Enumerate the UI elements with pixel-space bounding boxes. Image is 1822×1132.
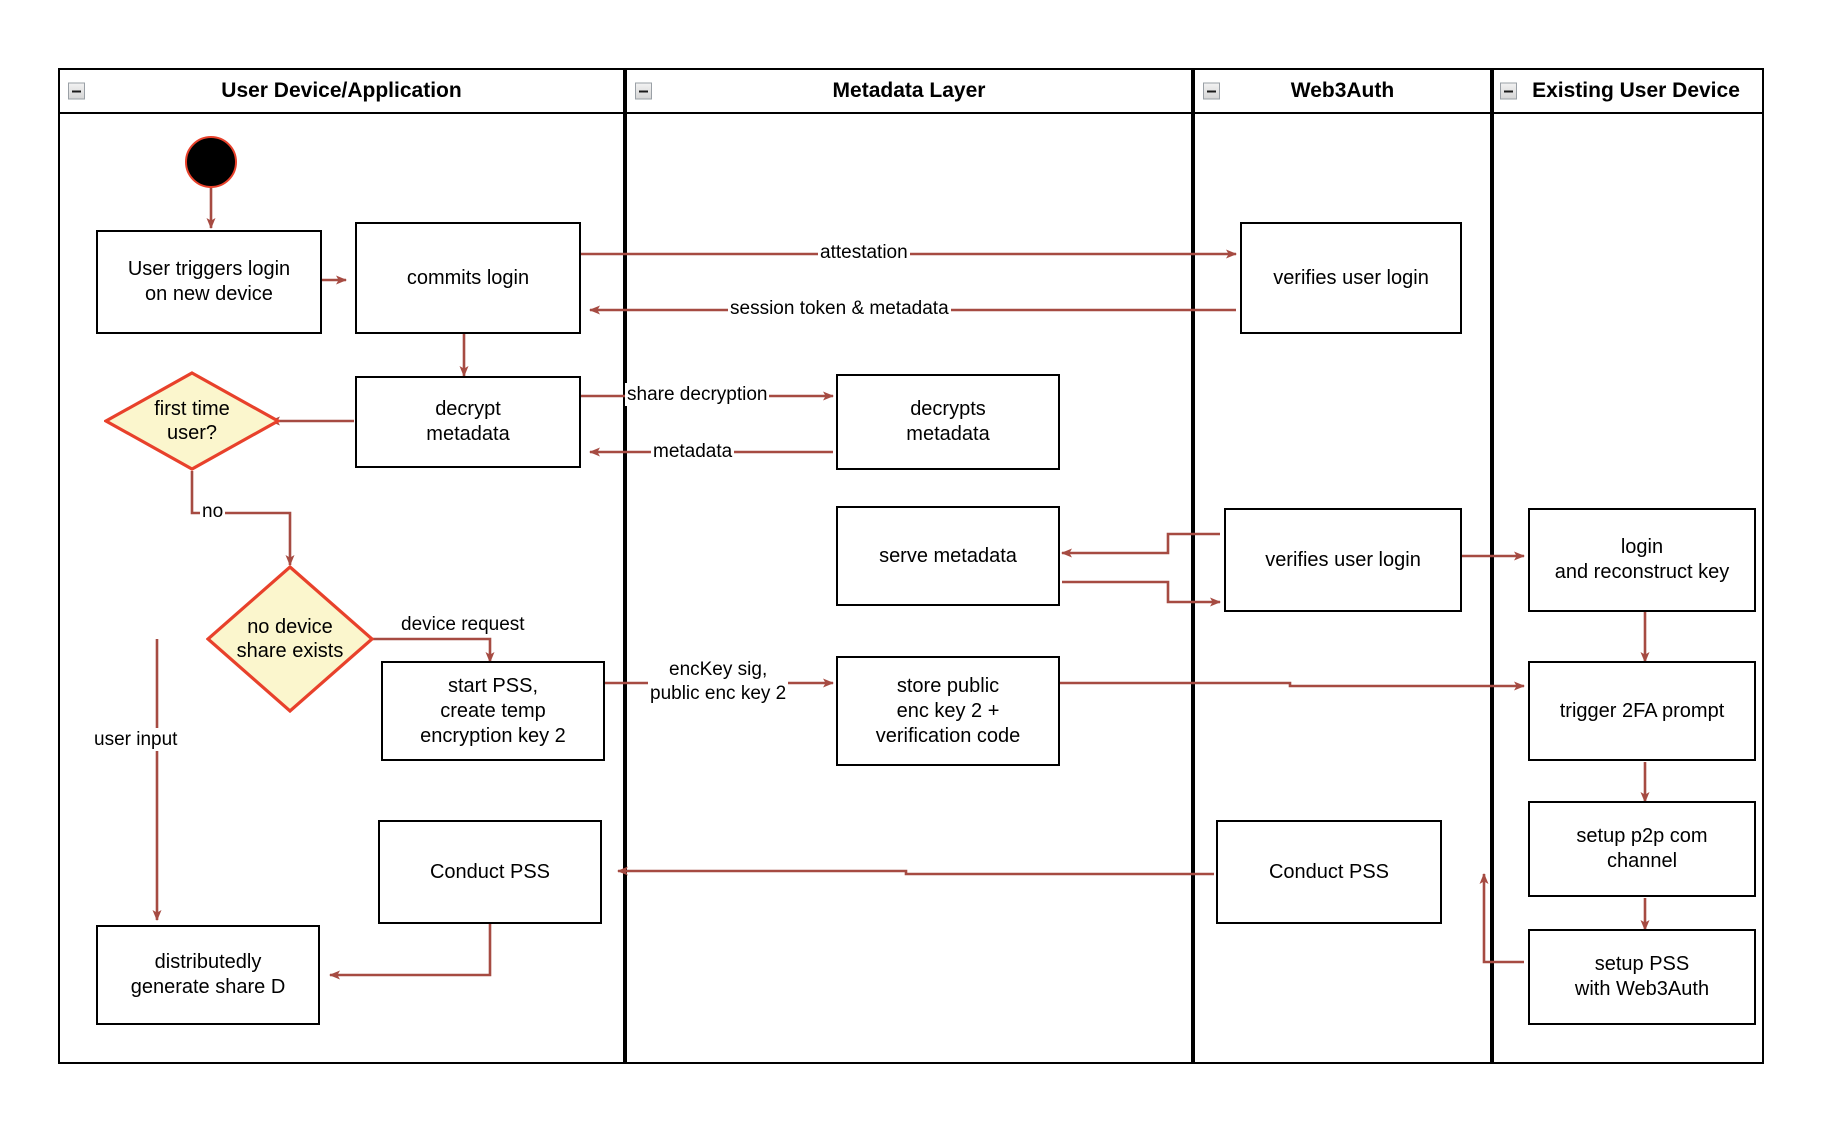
edge-label-share-decryption: share decryption [625,383,770,407]
edge-label-attestation: attestation [818,241,910,265]
activity-setup-pss-with-web3auth[interactable]: setup PSS with Web3Auth [1528,929,1756,1025]
decision-label: first time user? [154,398,230,444]
activity-start-pss[interactable]: start PSS, create temp encryption key 2 [381,661,605,761]
activity-verifies-user-login-1[interactable]: verifies user login [1240,222,1462,334]
edge-label-session-token-metadata: session token & metadata [728,297,951,321]
start-node [185,136,237,188]
activity-user-triggers-login[interactable]: User triggers login on new device [96,230,322,334]
collapse-minus-icon[interactable] [635,82,652,100]
lane-header-user-device[interactable]: User Device/Application [58,68,625,114]
decision-no-device-share-exists[interactable]: no device share exists [206,565,374,713]
edge-label-device-request: device request [399,613,527,637]
activity-distributedly-generate-share-d[interactable]: distributedly generate share D [96,925,320,1025]
lane-header-web3auth[interactable]: Web3Auth [1193,68,1492,114]
lane-header-existing-device[interactable]: Existing User Device [1492,68,1764,114]
decision-label: no device share exists [236,616,344,662]
lane-title: User Device/Application [221,79,462,102]
lane-header-metadata[interactable]: Metadata Layer [625,68,1193,114]
lane-title: Existing User Device [1532,79,1740,102]
collapse-minus-icon[interactable] [1203,82,1220,100]
activity-trigger-2fa-prompt[interactable]: trigger 2FA prompt [1528,661,1756,761]
edge-label-metadata: metadata [651,440,735,464]
diamond-shape [206,565,374,713]
activity-conduct-pss-user-device[interactable]: Conduct PSS [378,820,602,924]
lane-title: Web3Auth [1290,79,1395,102]
edge-label-no: no [200,500,226,524]
collapse-minus-icon[interactable] [68,82,85,100]
activity-decrypt-metadata[interactable]: decrypt metadata [355,376,581,468]
activity-conduct-pss-web3auth[interactable]: Conduct PSS [1216,820,1442,924]
activity-commits-login[interactable]: commits login [355,222,581,334]
lane-title: Metadata Layer [832,79,986,102]
edge-label-enckey-sig: encKey sig, public enc key 2 [648,658,789,706]
diamond-shape [104,371,280,471]
activity-store-public-enc-key[interactable]: store public enc key 2 + verification co… [836,656,1060,766]
activity-decrypts-metadata[interactable]: decrypts metadata [836,374,1060,470]
activity-serve-metadata[interactable]: serve metadata [836,506,1060,606]
activity-setup-p2p-channel[interactable]: setup p2p com channel [1528,801,1756,897]
activity-login-and-reconstruct-key[interactable]: login and reconstruct key [1528,508,1756,612]
collapse-minus-icon[interactable] [1500,82,1517,100]
decision-first-time-user[interactable]: first time user? [104,371,280,471]
activity-verifies-user-login-2[interactable]: verifies user login [1224,508,1462,612]
edge-label-user-input: user input [92,728,180,752]
